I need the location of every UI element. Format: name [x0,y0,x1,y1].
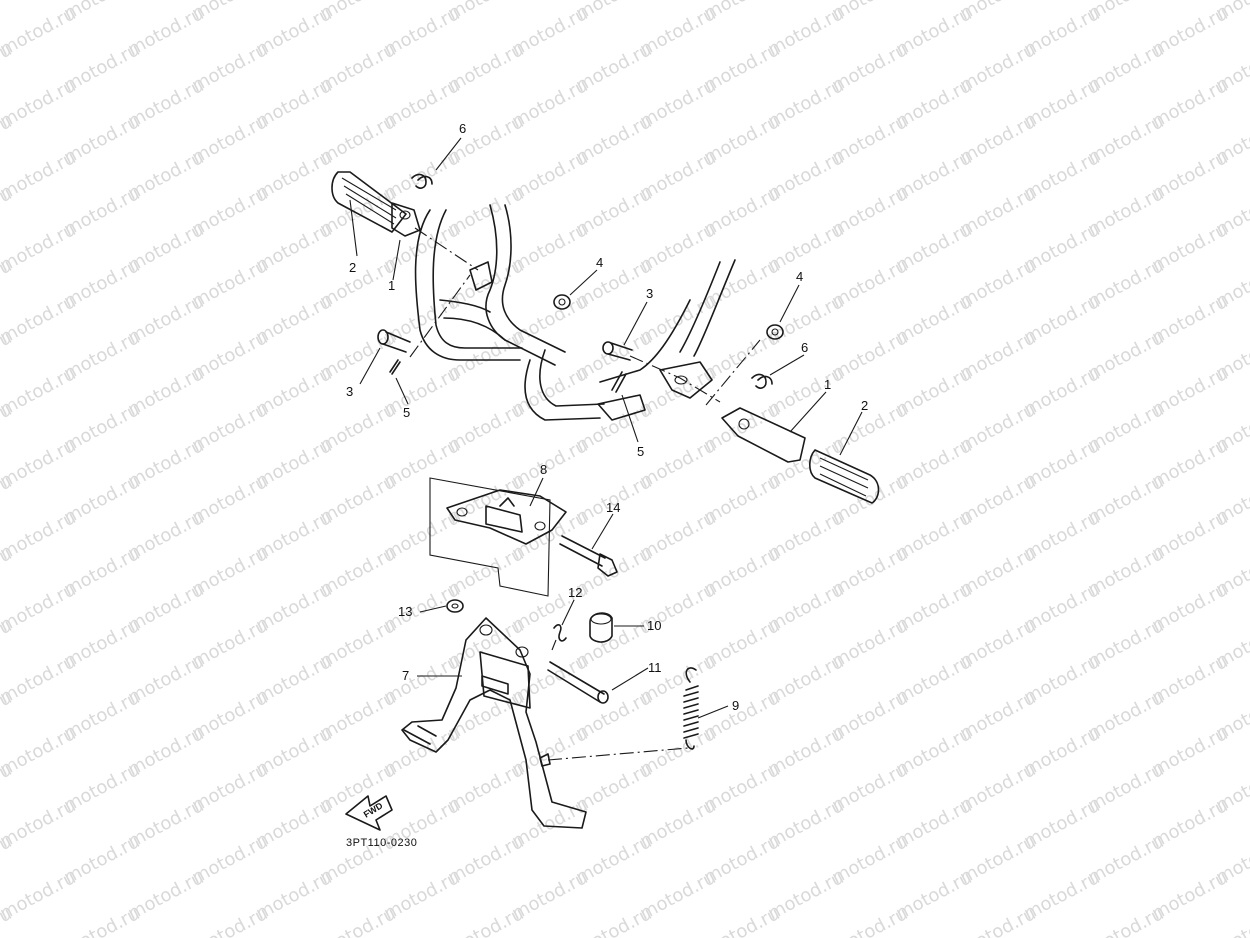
callout-10: 10 [647,618,661,633]
callout-11: 11 [648,660,662,675]
stand-stopper [589,612,613,643]
callout-5-left: 5 [403,405,410,420]
left-footpeg-bracket [391,202,421,237]
callout-labels: 6 2 1 4 3 5 3 5 4 6 1 2 8 14 13 12 10 11… [346,121,868,713]
callout-14: 14 [606,500,620,515]
right-pivot-pin [602,341,633,361]
callout-3-right: 3 [646,286,653,301]
callout-8: 8 [540,462,547,477]
left-footpeg-rubber [331,171,407,233]
watermark-text: motod.ru [188,903,271,938]
watermark-text: motod.ru [700,903,783,938]
right-washer [766,324,784,340]
callout-1-left: 1 [388,278,395,293]
right-return-spring [751,373,773,389]
watermark-text: motod.ru [956,903,1039,938]
callout-4-left: 4 [596,255,603,270]
left-pivot-pin [377,329,411,353]
stand-washer [446,599,464,613]
left-washer [553,294,571,310]
callout-5-right: 5 [637,444,644,459]
right-footpeg-bracket [721,407,806,463]
watermark-text: motod.ru [316,903,399,938]
stand-pivot-shaft [547,661,609,704]
left-return-spring [411,173,433,189]
callout-13: 13 [398,604,412,619]
watermark-text: motod.ru [828,903,911,938]
callout-2-right: 2 [861,398,868,413]
watermark-text: motod.ru [1212,903,1250,938]
callout-1-right: 1 [824,377,831,392]
stand-bracket [446,489,567,545]
frame-tubes [414,204,736,421]
right-footpeg-rubber [808,449,880,504]
callout-3-left: 3 [346,384,353,399]
stand-clip [553,624,567,642]
assembly-line [414,227,479,271]
right-cotter-pin [611,371,627,393]
callout-12: 12 [568,585,582,600]
callout-4-right: 4 [796,269,803,284]
assembly-line [705,339,761,406]
left-cotter-pin [389,359,401,375]
watermark-text: motod.ru [0,0,15,24]
stand-bolt [559,535,618,577]
diagram-code: 3PT110-0230 [346,837,417,849]
callout-9: 9 [732,698,739,713]
assembly-line [629,355,721,403]
stand-spring [683,667,699,750]
callout-6-right: 6 [801,340,808,355]
watermark-text: motod.ru [60,903,143,938]
bracket-outline [429,477,551,597]
watermark-text: motod.ru [1084,903,1167,938]
leader-lines [349,137,863,719]
main-stand [401,617,587,829]
watermark-text: motod.ru [444,903,527,938]
assembly-line [551,639,557,651]
callout-6-left: 6 [459,121,466,136]
watermark-text: motod.ru [572,903,655,938]
callout-2-left: 2 [349,260,356,275]
callout-7: 7 [402,668,409,683]
assembly-line [409,274,471,358]
